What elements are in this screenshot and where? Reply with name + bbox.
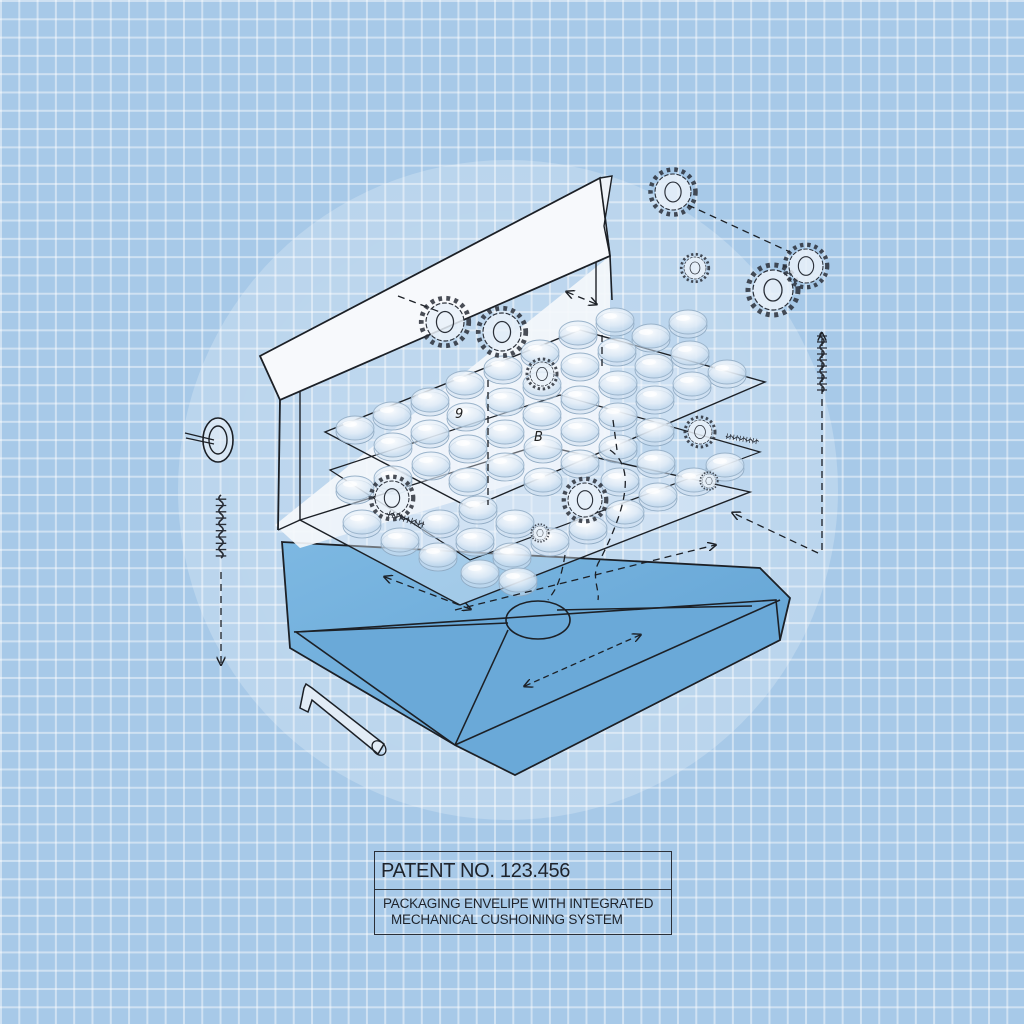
gear-icon <box>683 415 717 449</box>
patent-title-line-2: MECHANICAL CUSHOINING SYSTEM <box>391 912 623 927</box>
patent-number: PATENT NO. 123.456 <box>375 852 671 890</box>
patent-title: PACKAGING ENVELIPE WITH INTEGRATED MECHA… <box>375 890 671 928</box>
washer-pin <box>184 417 234 463</box>
figure-label-b: B <box>534 430 543 445</box>
patent-title-line-1: PACKAGING ENVELIPE WITH INTEGRATED <box>383 896 654 911</box>
patent-label-box: PATENT NO. 123.456 PACKAGING ENVELIPE WI… <box>374 851 672 935</box>
gear-icon <box>651 170 696 215</box>
gear-icon <box>478 308 526 356</box>
figure-label-9: 9 <box>455 407 463 422</box>
spring-icon <box>725 432 760 445</box>
gear-icon <box>679 252 711 284</box>
leader-lines <box>221 204 822 664</box>
spring-icon <box>214 494 228 559</box>
bent-tube <box>299 682 387 756</box>
bubble-array <box>335 307 747 597</box>
